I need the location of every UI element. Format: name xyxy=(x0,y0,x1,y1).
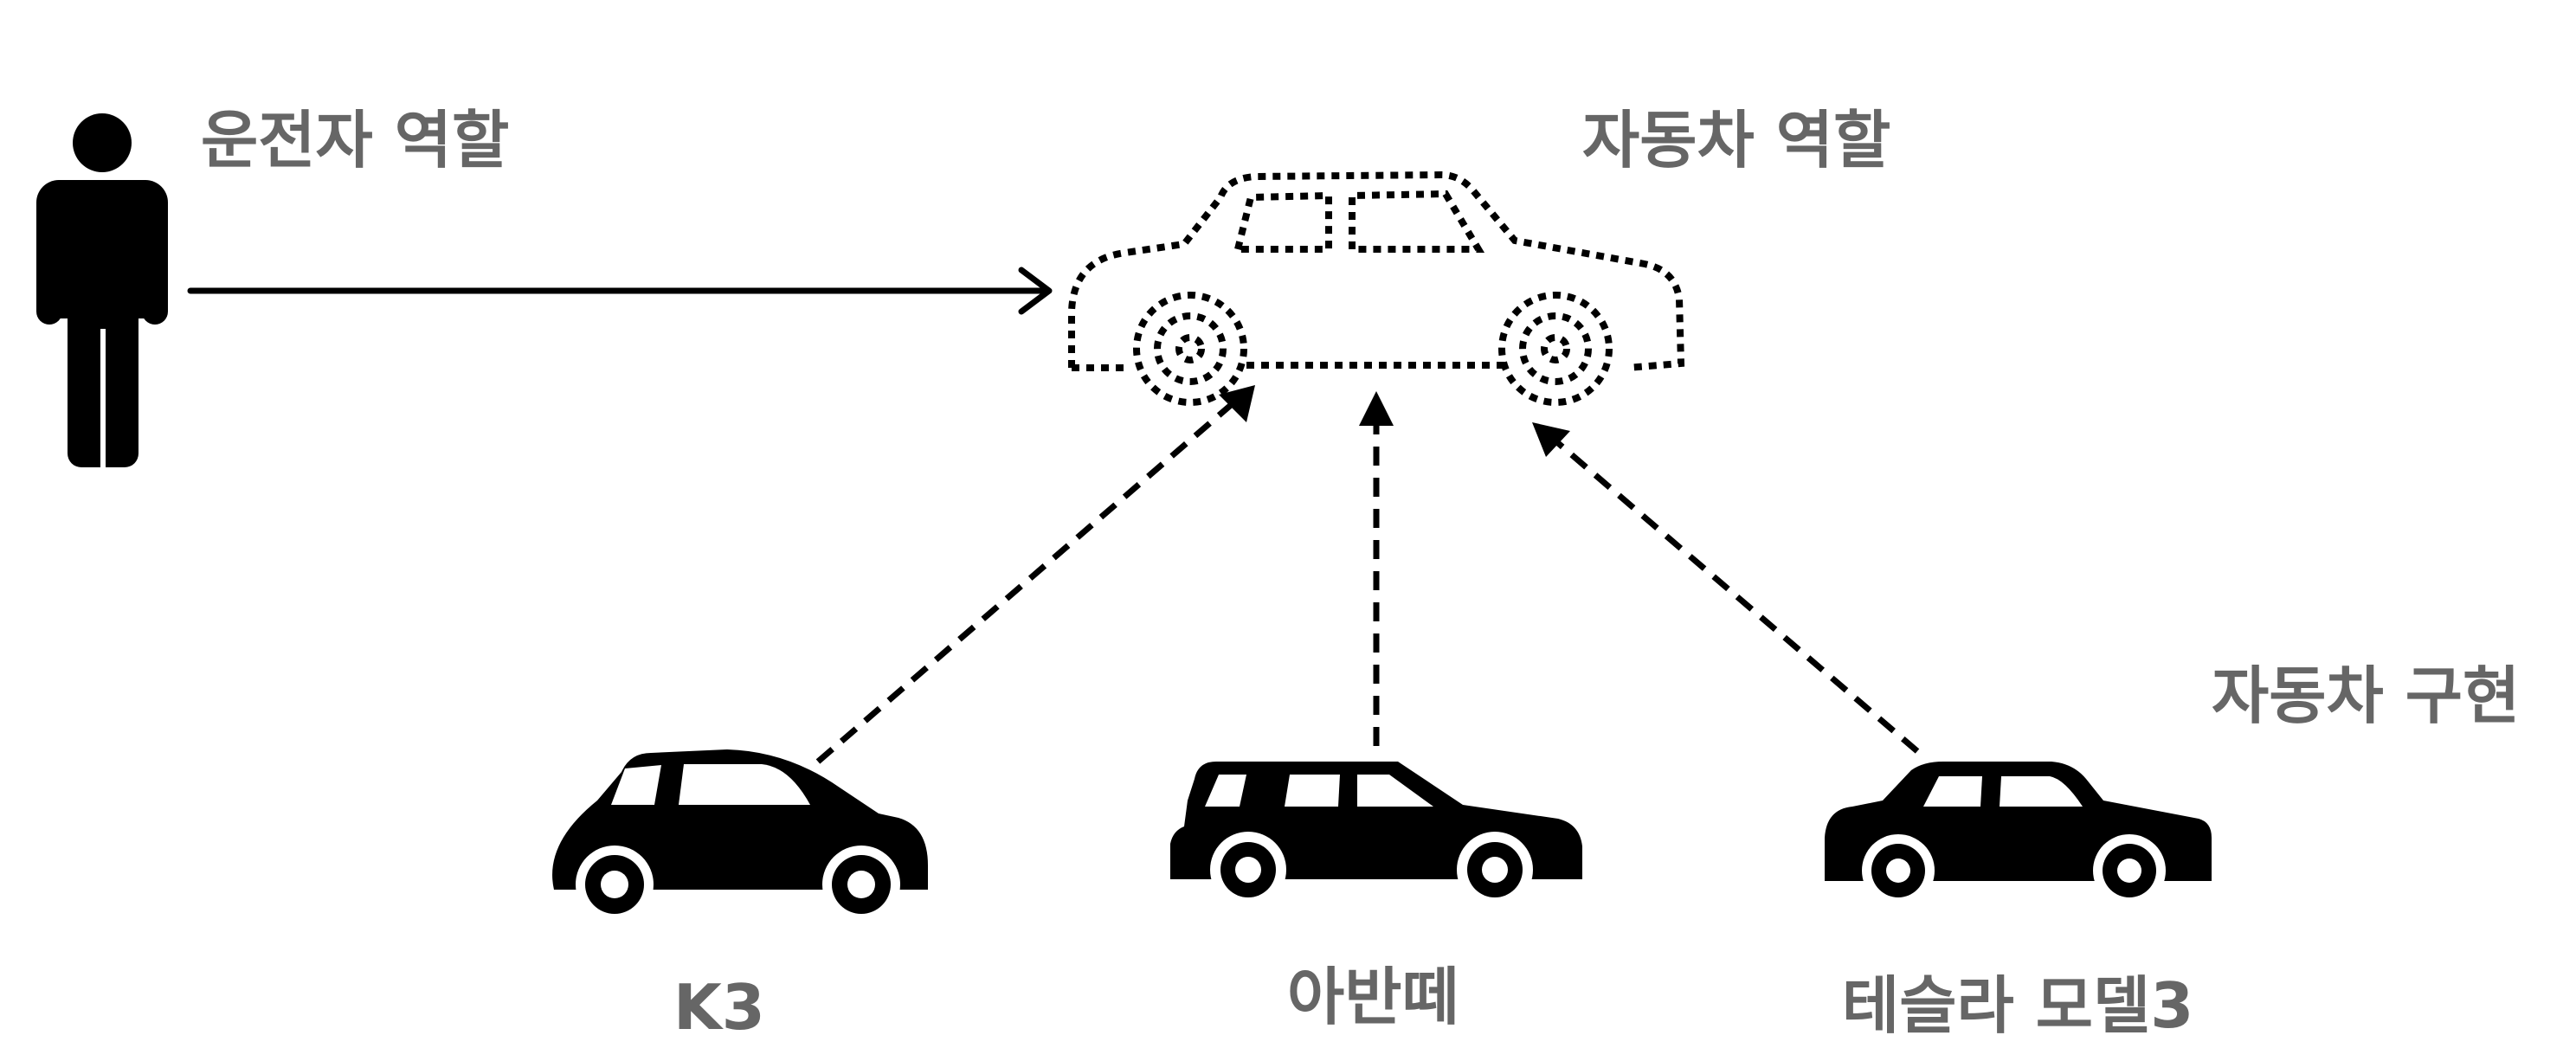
driver-to-car-role-arrow xyxy=(187,267,1053,315)
k3-to-car-role-arrow xyxy=(815,385,1255,764)
hatchback-car-icon xyxy=(552,749,928,923)
avante-label: 아반떼 xyxy=(1287,961,1459,1033)
car-implementation-label: 자동차 구현 xyxy=(2212,659,2521,732)
tesla-to-car-role-arrow xyxy=(1532,422,1920,754)
avante-to-car-role-arrow xyxy=(1359,391,1394,746)
car-role-label: 자동차 역할 xyxy=(1582,104,1891,177)
car-outline-icon xyxy=(1068,170,1685,406)
person-icon xyxy=(36,113,168,467)
k3-label: K3 xyxy=(673,971,765,1044)
sedan-car-icon xyxy=(1825,762,2212,907)
wagon-car-icon xyxy=(1170,762,1582,908)
driver-role-label: 운전자 역할 xyxy=(201,104,510,177)
leg-gap xyxy=(100,329,106,467)
tesla-model3-label: 테슬라 모델3 xyxy=(1842,969,2194,1042)
